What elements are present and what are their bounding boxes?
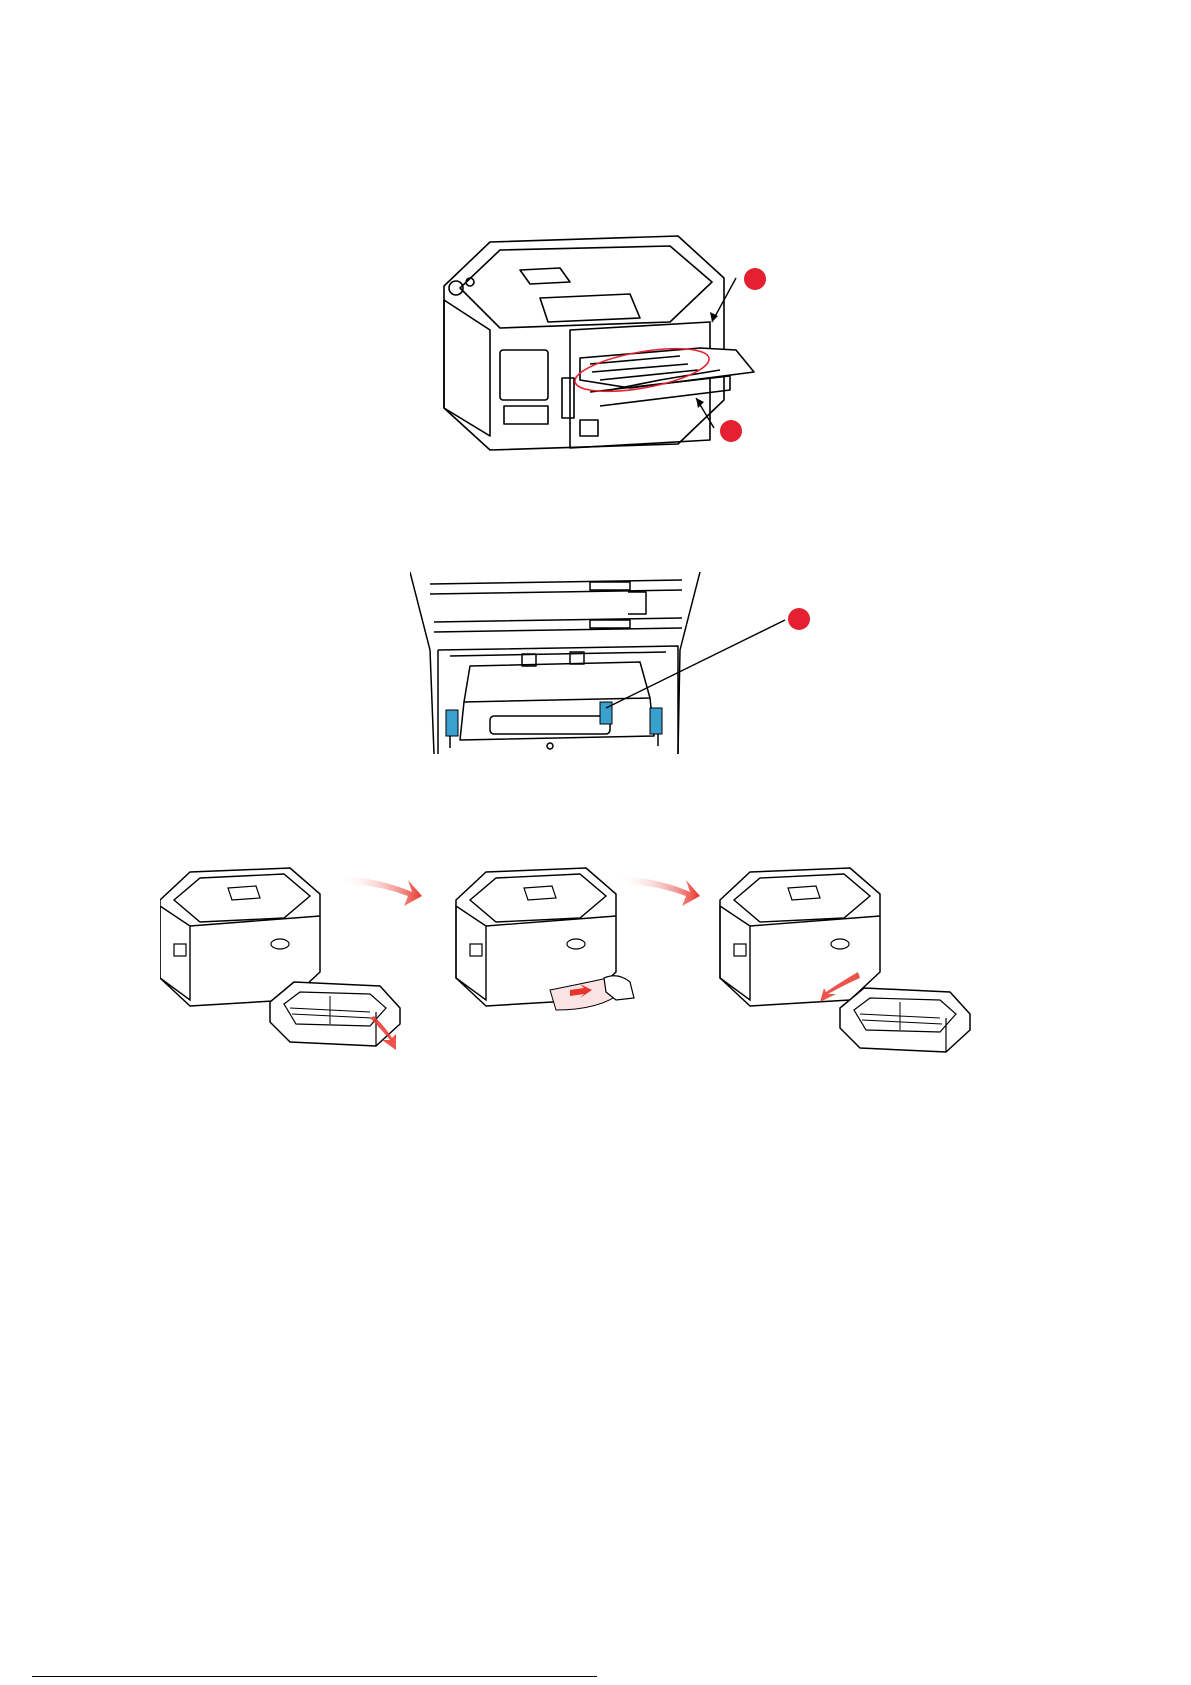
callout-marker-1 bbox=[744, 268, 766, 290]
callout-marker-3 bbox=[788, 608, 810, 630]
paper-tray-removal-sequence-figure bbox=[160, 860, 1040, 1080]
footer-divider bbox=[32, 1676, 597, 1677]
callout-marker-2 bbox=[720, 420, 742, 442]
printer-open-fuser-figure bbox=[410, 570, 830, 755]
printer-rear-exit-figure bbox=[430, 230, 780, 460]
